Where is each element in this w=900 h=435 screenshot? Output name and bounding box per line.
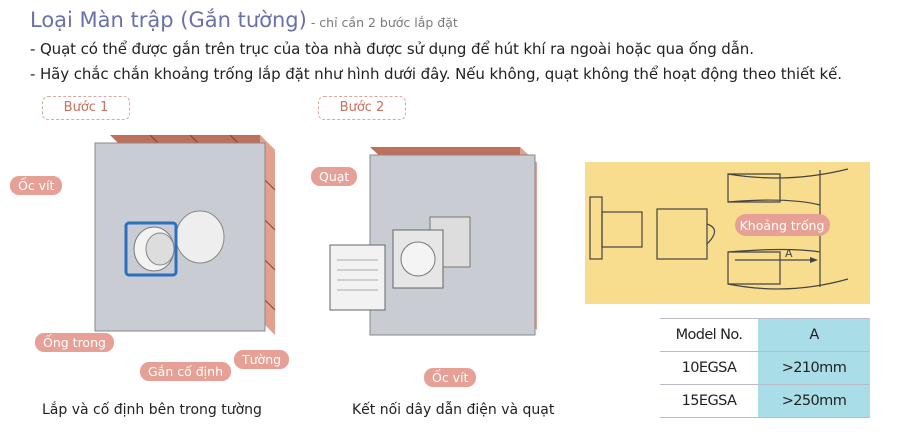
callout-fan: Quạt: [311, 167, 358, 186]
step-2-label: Bước 2: [318, 96, 406, 120]
cell-a: >210mm: [758, 351, 870, 385]
title-main: Loại Màn trập (Gắn tường): [30, 8, 307, 32]
callout-fixing: Gắn cố định: [140, 362, 231, 381]
clearance-diagram: A Khoảng trống: [585, 162, 870, 304]
cell-model: 10EGSA: [660, 351, 758, 385]
cell-model: 15EGSA: [660, 384, 758, 418]
page-title: Loại Màn trập (Gắn tường)- chỉ cần 2 bướ…: [30, 8, 458, 32]
clearance-table: Model No.A 10EGSA>210mm 15EGSA>250mm: [660, 318, 870, 418]
header-model: Model No.: [660, 318, 758, 352]
step-1-label: Bước 1: [42, 96, 130, 120]
step-2-illustration: [329, 147, 537, 336]
table-header: Model No.A: [660, 318, 870, 352]
clearance-label: Khoảng trống: [740, 218, 825, 233]
table-row: 10EGSA>210mm: [660, 351, 870, 385]
step-2-caption: Kết nối dây dẫn điện và quạt: [352, 402, 555, 418]
callout-screw-1: Ốc vít: [10, 176, 63, 195]
cell-a: >250mm: [758, 384, 870, 418]
step-1-caption: Lắp và cố định bên trong tường: [42, 402, 262, 418]
callout-inner-duct: Ống trong: [35, 333, 114, 352]
dimension-a: A: [785, 247, 793, 260]
step-1-illustration: [94, 134, 276, 335]
header-a: A: [758, 318, 870, 352]
bullet-2: - Hãy chắc chắn khoảng trống lắp đặt như…: [30, 65, 842, 83]
bullet-1: - Quạt có thể được gắn trên trục của tòa…: [30, 40, 754, 58]
callout-screw-2: Ốc vít: [424, 368, 477, 387]
title-sub: - chỉ cần 2 bước lắp đặt: [310, 15, 458, 30]
callout-wall: Tường: [234, 350, 290, 369]
table-row: 15EGSA>250mm: [660, 384, 870, 418]
